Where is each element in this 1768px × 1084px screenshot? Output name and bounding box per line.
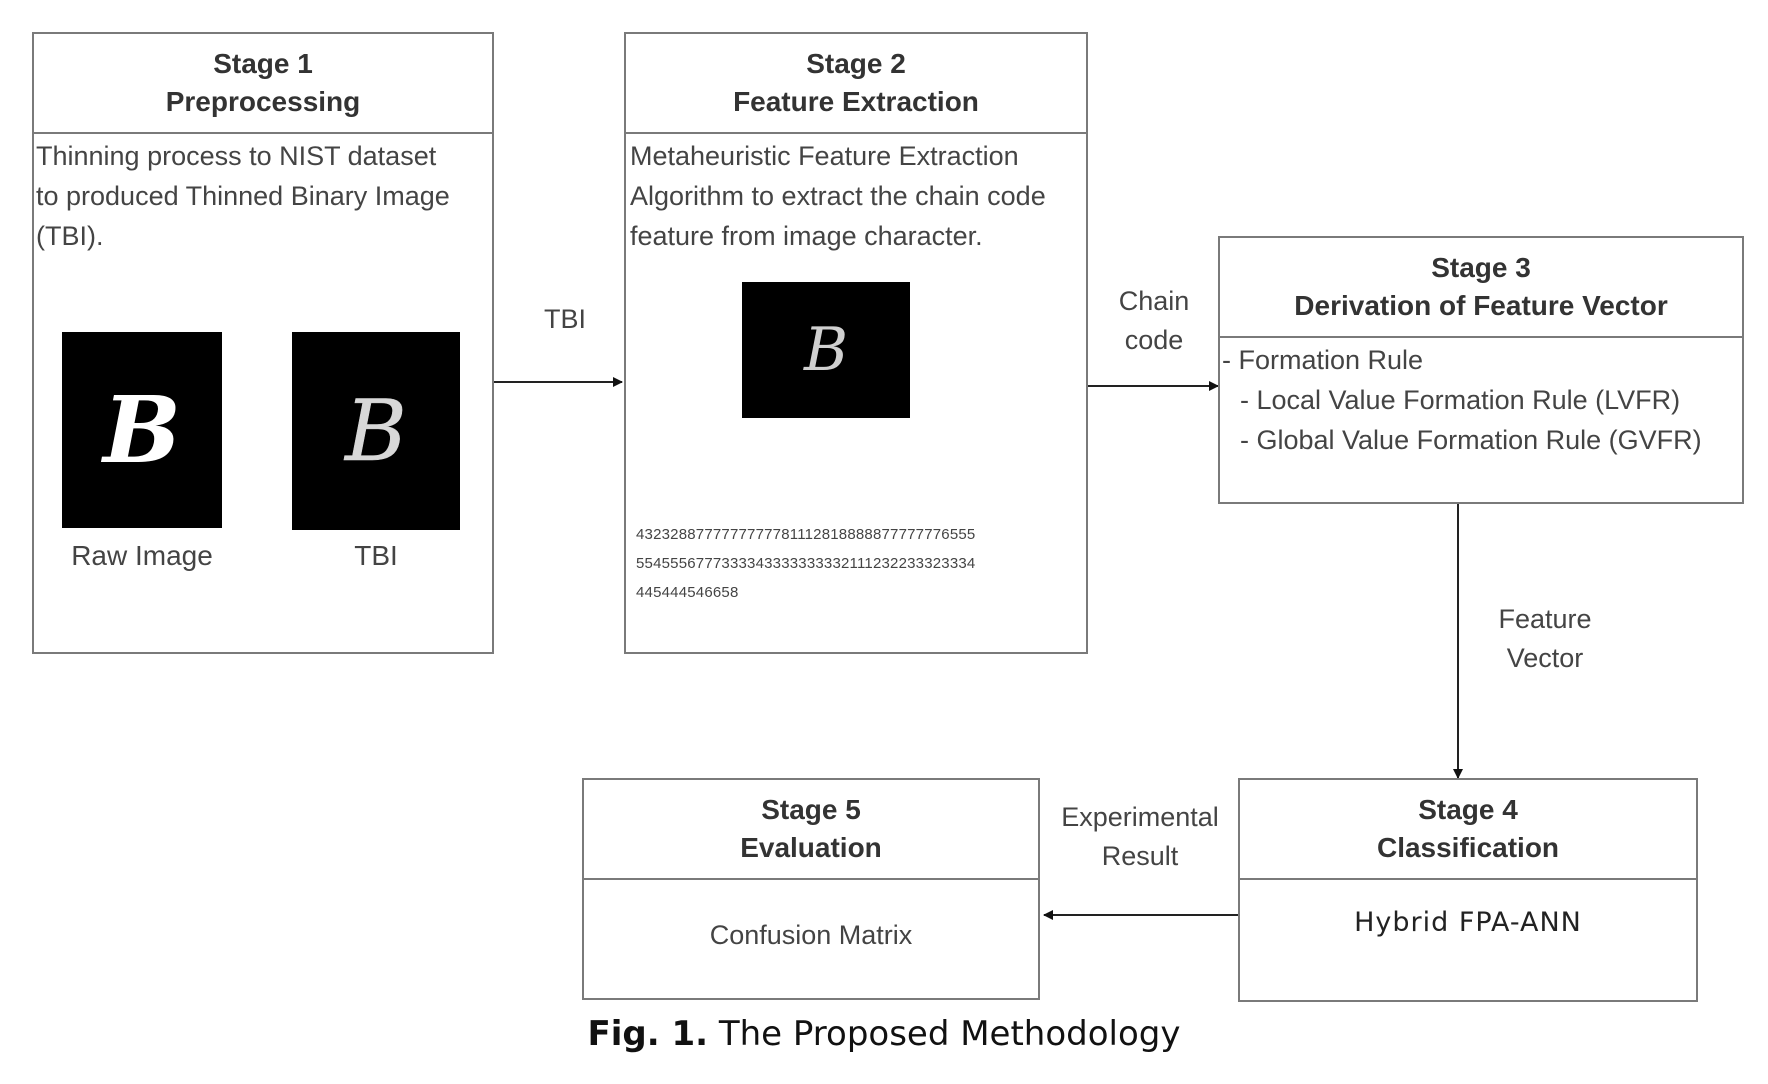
stage1-header: Stage 1 Preprocessing [34, 34, 492, 134]
stage3-title: Stage 3 [1431, 252, 1531, 283]
stage2-header: Stage 2 Feature Extraction [626, 34, 1086, 134]
chain-code-line: 5545556777333343333333332111232233323334 [636, 555, 976, 572]
stage3-header: Stage 3 Derivation of Feature Vector [1220, 238, 1742, 338]
stage3-rule: - Formation Rule [1222, 345, 1424, 375]
stage2-text-line: Algorithm to extract the chain code [630, 181, 1046, 211]
figure-caption-text: The Proposed Methodology [708, 1014, 1181, 1054]
chain-code-output: 4323288777777777781112818888877777776555… [636, 520, 1076, 607]
stage3-box: Stage 3 Derivation of Feature Vector - F… [1218, 236, 1744, 504]
raw-image-label: Raw Image [71, 540, 213, 571]
chain-code-line: 445444546658 [636, 584, 739, 601]
stage1-text-line: to produced Thinned Binary Image [36, 181, 450, 211]
connector-label-experimental-result: Experimental Result [1046, 798, 1234, 876]
stage2-box: Stage 2 Feature Extraction Metaheuristic… [624, 32, 1088, 654]
chain-code-line: 4323288777777777781112818888877777776555 [636, 526, 976, 543]
stage2-title: Stage 2 [806, 48, 906, 79]
stage3-subtitle: Derivation of Feature Vector [1294, 290, 1668, 321]
tbi-image-glyph: B [345, 382, 407, 481]
stage4-body: Hybrid FPA-ANN [1240, 880, 1696, 1000]
stage5-method: Confusion Matrix [709, 920, 913, 950]
raw-image-glyph: B [103, 376, 181, 484]
stage2-image: B [742, 282, 910, 418]
stage3-body: - Formation Rule - Local Value Formation… [1220, 338, 1742, 502]
raw-image: B [62, 332, 222, 528]
stage4-method: Hybrid FPA-ANN [1354, 907, 1582, 938]
stage5-title: Stage 5 [761, 794, 861, 825]
chain-code-label-line: code [1124, 325, 1184, 355]
tbi-image-label: TBI [354, 540, 398, 571]
tbi-image: B [292, 332, 460, 530]
stage1-subtitle: Preprocessing [165, 86, 361, 117]
stage1-body: Thinning process to NIST dataset to prod… [34, 134, 492, 652]
connector-label-tbi: TBI [543, 304, 586, 334]
stage5-box: Stage 5 Evaluation Confusion Matrix [582, 778, 1040, 1000]
stage1-text-line: (TBI). [36, 221, 104, 251]
stage4-box: Stage 4 Classification Hybrid FPA-ANN [1238, 778, 1698, 1002]
stage4-title: Stage 4 [1418, 794, 1518, 825]
connector-label-feature-vector: Feature Vector [1490, 600, 1600, 678]
stage5-subtitle: Evaluation [740, 832, 882, 863]
chain-code-label-line: Chain [1118, 286, 1190, 316]
stage5-header: Stage 5 Evaluation [584, 780, 1038, 880]
stage2-text-line: feature from image character. [630, 221, 983, 251]
connector-label-chain-code: Chain code [1108, 282, 1200, 360]
stage4-header: Stage 4 Classification [1240, 780, 1696, 880]
feature-vector-label-line: Vector [1506, 643, 1584, 673]
stage1-title: Stage 1 [213, 48, 313, 79]
stage1-text-line: Thinning process to NIST dataset [36, 141, 437, 171]
experimental-result-label-line: Experimental [1061, 802, 1219, 832]
stage2-body: Metaheuristic Feature Extraction Algorit… [626, 134, 1086, 652]
figure-caption-prefix: Fig. 1. [587, 1014, 709, 1054]
stage3-rule: - Local Value Formation Rule (LVFR) [1240, 385, 1681, 415]
stage2-image-glyph: B [803, 315, 849, 385]
stage4-subtitle: Classification [1376, 832, 1560, 863]
stage2-subtitle: Feature Extraction [733, 86, 979, 117]
experimental-result-label-line: Result [1101, 841, 1179, 871]
figure-caption: Fig. 1. The Proposed Methodology [0, 1014, 1768, 1054]
stage3-rule: - Global Value Formation Rule (GVFR) [1240, 425, 1702, 455]
feature-vector-label-line: Feature [1498, 604, 1592, 634]
stage2-text-line: Metaheuristic Feature Extraction [630, 141, 1019, 171]
stage5-body: Confusion Matrix [584, 880, 1038, 998]
